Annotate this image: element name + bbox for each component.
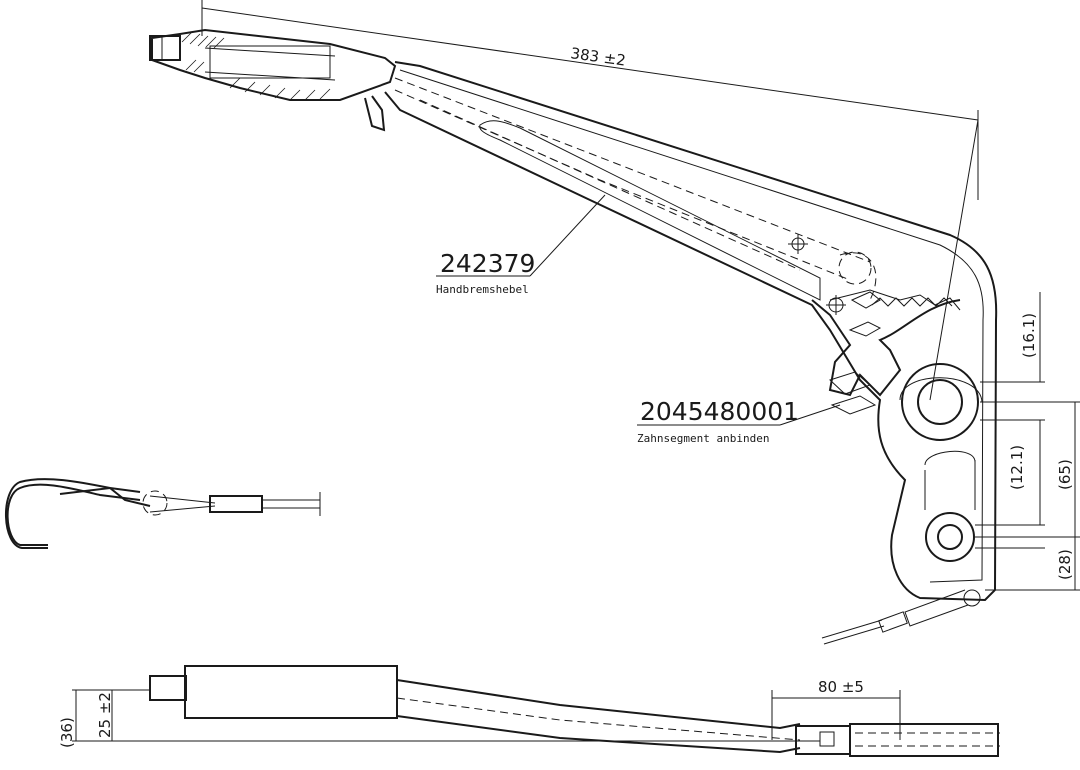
dimension-25-2: 25 ±2 (96, 692, 114, 738)
dimension-right-vertical: (16.1) (12.1) (65) (28) (975, 292, 1080, 591)
dimension-80: 80 ±5 (771, 678, 901, 740)
lever-top-view (122, 665, 1000, 757)
segment-part-number: 2045480001 (640, 397, 799, 426)
dimension-12-1: (12.1) (1008, 445, 1026, 490)
pivot-upper (899, 363, 983, 441)
segment-part-name: Zahnsegment anbinden (637, 432, 769, 445)
lever-part-callout: 242379 Handbremshebel (436, 194, 606, 296)
lever-part-number: 242379 (440, 249, 535, 278)
pivot-lower (924, 450, 976, 562)
segment-part-callout: 2045480001 Zahnsegment anbinden (637, 397, 841, 445)
dimension-overall-length: 383 ±2 (201, 0, 979, 401)
dimension-left-vertical: 25 ±2 (36) (58, 689, 150, 748)
handbrake-lever-side-view (149, 28, 998, 602)
tooth-segment (788, 234, 961, 415)
cable-end-lower (821, 589, 981, 645)
dimension-28: (28) (1056, 549, 1074, 580)
cable-hook-left (5, 478, 321, 549)
dimension-80-5: 80 ±5 (818, 678, 864, 696)
dimension-65: (65) (1056, 459, 1074, 490)
dimension-16-1: (16.1) (1020, 313, 1038, 358)
lever-part-name: Handbremshebel (436, 283, 529, 296)
dimension-383: 383 ±2 (569, 44, 626, 70)
dimension-36: (36) (58, 717, 76, 748)
